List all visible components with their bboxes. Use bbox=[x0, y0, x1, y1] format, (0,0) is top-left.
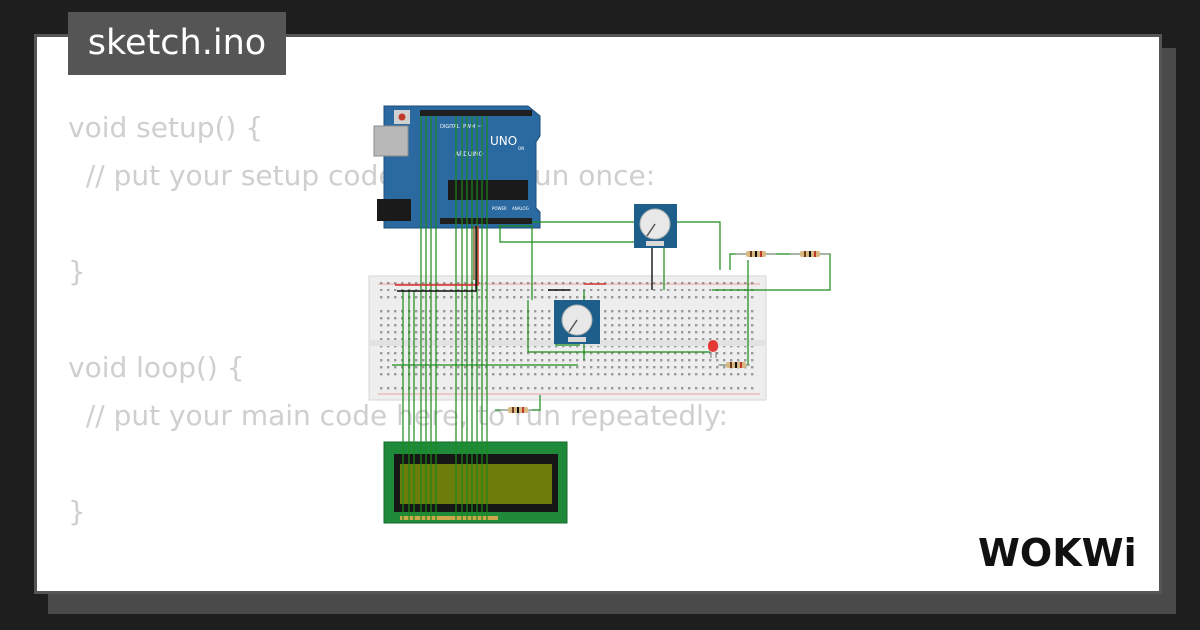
code-line: void loop() { bbox=[68, 351, 245, 384]
analog-label: ANALOG bbox=[512, 206, 529, 211]
board-label: UNO bbox=[490, 134, 517, 148]
code-line: // put your main code here, to run repea… bbox=[68, 399, 728, 432]
wokwi-logo-text: WOKWi bbox=[978, 531, 1137, 574]
arduino-uno: DIGITAL (PWM ~) UNO ARDUINO ON POWER ANA… bbox=[373, 105, 541, 229]
code-line: } bbox=[68, 495, 86, 528]
resistors bbox=[500, 251, 830, 413]
code-line: void setup() { bbox=[68, 111, 264, 144]
microcontroller-chip bbox=[448, 180, 528, 200]
power-wires bbox=[395, 226, 653, 292]
lcd-display bbox=[383, 441, 568, 524]
wokwi-logo: WOKWi bbox=[978, 531, 1137, 574]
power-label: POWER bbox=[492, 206, 507, 211]
on-label: ON bbox=[518, 146, 524, 151]
file-tab[interactable]: sketch.ino bbox=[68, 12, 286, 75]
code-line: } bbox=[68, 255, 86, 288]
potentiometer-breadboard bbox=[554, 300, 600, 344]
potentiometer-top bbox=[634, 204, 677, 248]
wires bbox=[392, 116, 831, 520]
board-brand: ARDUINO bbox=[455, 151, 484, 158]
usb-port bbox=[373, 125, 409, 157]
red-led bbox=[708, 340, 718, 358]
code-editor: void setup() { // put your setup code he… bbox=[68, 104, 728, 536]
power-jack bbox=[377, 199, 411, 221]
